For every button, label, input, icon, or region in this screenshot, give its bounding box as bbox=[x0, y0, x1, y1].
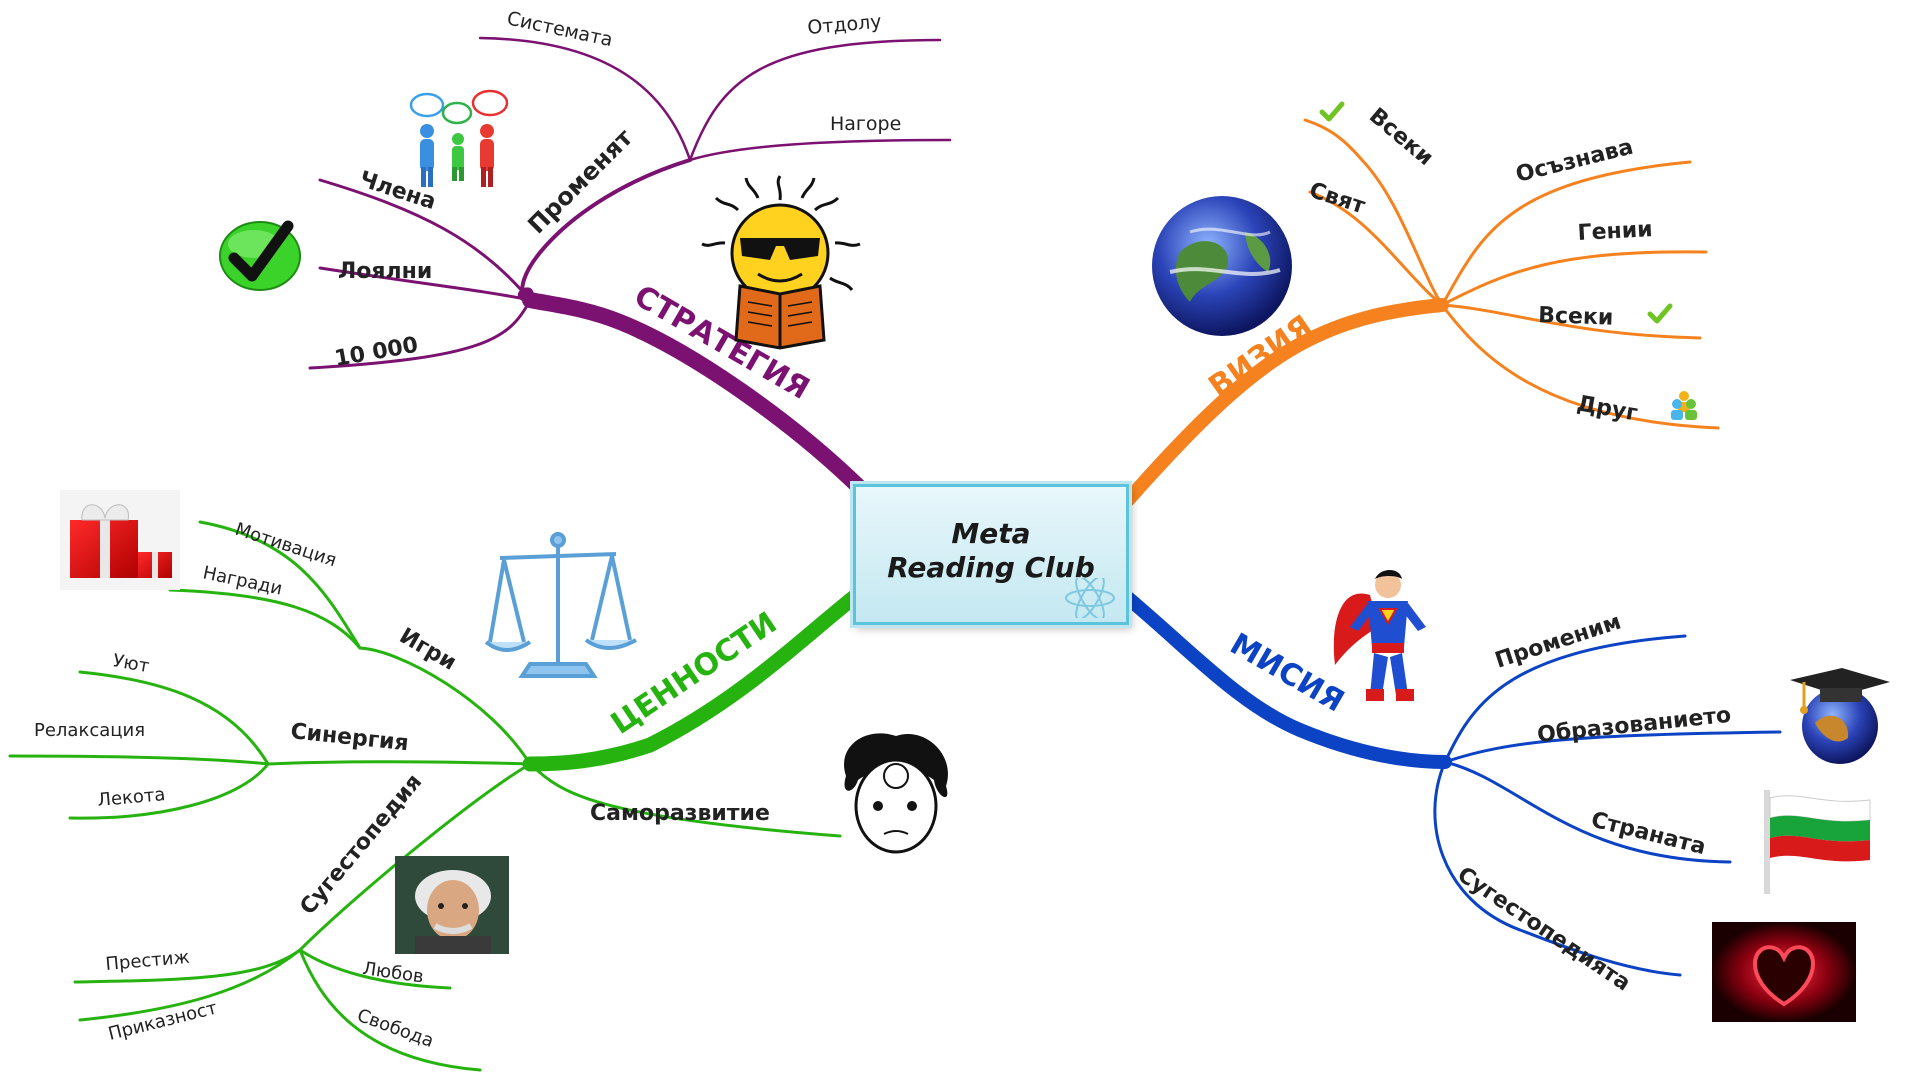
node-obrazovanieto: Образованието bbox=[1536, 703, 1732, 748]
vision-branch bbox=[1121, 118, 1720, 507]
node-osaznava: Осъзнава bbox=[1513, 135, 1635, 188]
graduation-globe-icon bbox=[1790, 668, 1890, 764]
people-talking-icon bbox=[409, 89, 509, 187]
node-prikaznost: Приказност bbox=[106, 998, 219, 1045]
node-vseki-top: Всеки bbox=[1364, 103, 1438, 170]
superhero-icon bbox=[1333, 570, 1426, 701]
node-igri: Игри bbox=[395, 624, 460, 676]
mission-title: МИСИЯ bbox=[1224, 627, 1350, 720]
globe-icon bbox=[1152, 196, 1292, 336]
green-check-icon bbox=[219, 220, 301, 291]
node-promenim: Променим bbox=[1492, 610, 1624, 674]
node-sugestopediyata: Сугестопедията bbox=[1453, 862, 1635, 996]
central-topic-line1: Meta bbox=[951, 517, 1031, 550]
node-svoboda: Свобода bbox=[354, 1005, 436, 1052]
scales-icon bbox=[484, 532, 637, 678]
node-10000: 10 000 bbox=[333, 333, 420, 372]
node-motivatsia: Мотивация bbox=[232, 519, 338, 571]
central-topic-line2: Reading Club bbox=[887, 551, 1095, 584]
mission-branch bbox=[1121, 591, 1782, 977]
einstein-portrait-icon bbox=[395, 856, 509, 954]
gift-box-icon bbox=[60, 490, 180, 590]
node-lyubov: Любов bbox=[361, 958, 425, 987]
node-sistemata: Системата bbox=[505, 7, 615, 51]
node-relaksatsia: Релаксация bbox=[34, 720, 145, 741]
node-prestizh: Престиж bbox=[105, 947, 191, 975]
central-topic[interactable]: Meta Reading Club bbox=[853, 484, 1129, 625]
node-sinergia: Синергия bbox=[289, 719, 409, 756]
node-drug: Друг bbox=[1575, 391, 1640, 426]
thinker-face-icon bbox=[844, 733, 948, 854]
check-icon bbox=[1647, 303, 1673, 324]
bulgaria-flag-icon bbox=[1764, 790, 1871, 894]
node-lekota: Лекота bbox=[97, 784, 167, 811]
node-loyalni: Лоялни bbox=[338, 259, 432, 284]
check-icon bbox=[1319, 101, 1345, 122]
node-vseki: Всеки bbox=[1538, 303, 1614, 331]
node-genii: Гении bbox=[1577, 217, 1653, 246]
node-uyut: Уют bbox=[111, 650, 151, 677]
strategy-branch bbox=[308, 36, 952, 496]
atom-icon bbox=[1065, 578, 1115, 618]
sun-reading-icon bbox=[701, 175, 861, 350]
node-samorazvitie: Саморазвитие bbox=[590, 801, 770, 826]
node-svyat: Свят bbox=[1306, 178, 1368, 219]
node-promenyat: Променят bbox=[522, 124, 638, 240]
people-icon bbox=[1671, 391, 1697, 420]
node-nagore: Нагоре bbox=[830, 113, 901, 135]
node-otdolu: Отдолу bbox=[807, 11, 883, 39]
values-branch bbox=[8, 520, 866, 1072]
glowing-heart-icon bbox=[1712, 922, 1856, 1022]
